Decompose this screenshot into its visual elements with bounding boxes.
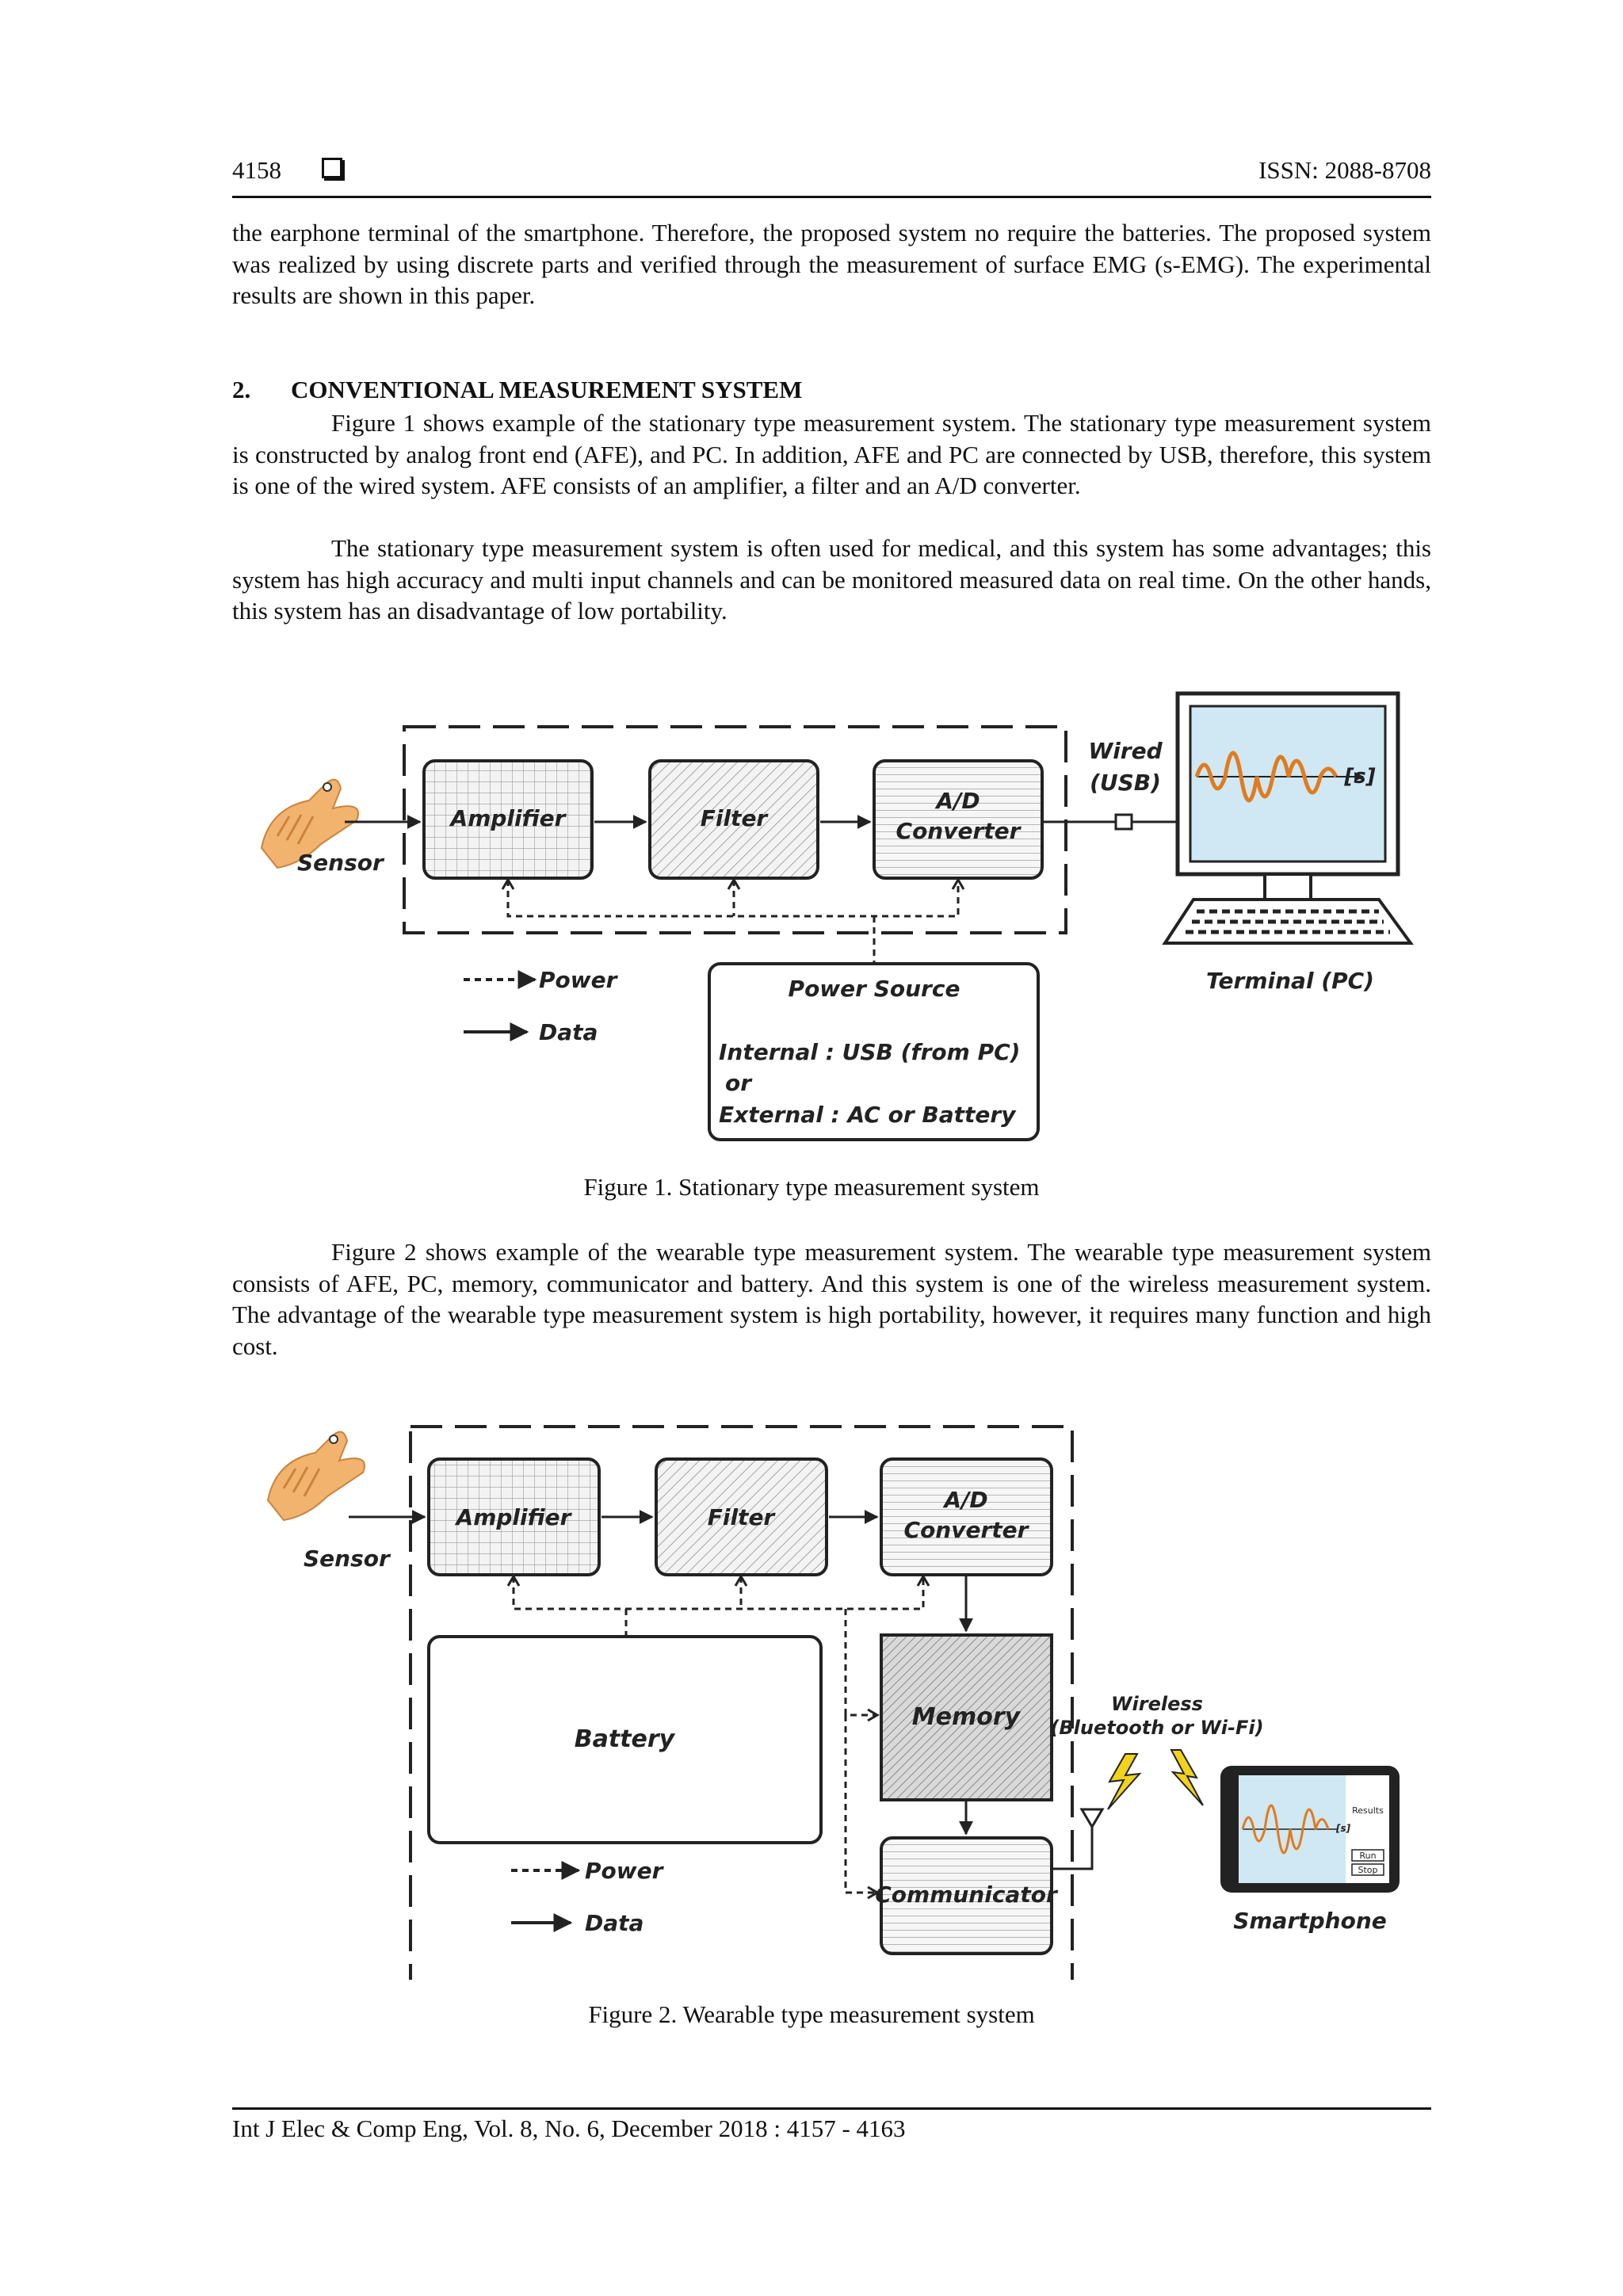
phone-stop-button: Stop xyxy=(1358,1865,1377,1875)
smartphone-label: Smartphone xyxy=(1233,1908,1387,1934)
phone-run-button: Run xyxy=(1359,1851,1376,1861)
legend-data-label: Data xyxy=(585,1910,643,1936)
figure-2: Sensor Amplifier Filter A/D Converter Ba… xyxy=(246,1409,1419,1980)
afe-boundary xyxy=(403,725,1067,934)
wired-label-line1: Wired xyxy=(1088,738,1163,764)
section-paragraph-1: Figure 1 shows example of the stationary… xyxy=(232,409,1431,499)
legend-power-label: Power xyxy=(585,1858,665,1884)
memory-block xyxy=(880,1633,1053,1801)
ad-converter-block xyxy=(880,1457,1053,1576)
phone-signal-label: [s] xyxy=(1335,1823,1351,1834)
wearable-boundary xyxy=(409,1425,1074,1980)
filter-label: Filter xyxy=(701,805,769,831)
legend-data-label: Data xyxy=(539,1019,598,1045)
amplifier-label: Amplifier xyxy=(455,1504,573,1530)
figure-2-caption: Figure 2. Wearable type measurement syst… xyxy=(588,2000,1035,2028)
ad-label-line1: A/D xyxy=(942,1487,987,1513)
legend-power-label: Power xyxy=(539,967,619,993)
pc-terminal-icon xyxy=(1162,691,1414,945)
power-source-line2: or xyxy=(725,1070,753,1096)
power-source-line1: Internal : USB (from PC) xyxy=(719,1039,1020,1065)
page-footer: Int J Elec & Comp Eng, Vol. 8, No. 6, De… xyxy=(232,2107,1431,2142)
ad-label-line2: Converter xyxy=(896,818,1022,844)
figure-2-diagram: Sensor Amplifier Filter A/D Converter Ba… xyxy=(266,1425,1400,1980)
memory-label: Memory xyxy=(912,1703,1022,1731)
page-header: 4158 ISSN: 2088-8708 xyxy=(232,151,1431,198)
filter-label: Filter xyxy=(708,1504,777,1530)
wireless-bolt-icon-left xyxy=(1107,1753,1142,1810)
intro-paragraph: the earphone terminal of the smartphone.… xyxy=(232,219,1431,309)
figure-1-diagram: Sensor Amplifier Filter A/D Converter Wi… xyxy=(260,691,1414,1141)
power-source-line3: External : AC or Battery xyxy=(719,1102,1017,1128)
antenna-icon xyxy=(1053,1808,1105,1870)
section-number: 2. xyxy=(232,376,251,403)
figure-1: Sensor Amplifier Filter A/D Converter Wi… xyxy=(246,682,1419,1149)
section-paragraph-2: The stationary type measurement system i… xyxy=(232,534,1431,625)
issn: ISSN: 2088-8708 xyxy=(1258,156,1431,184)
terminal-label: Terminal (PC) xyxy=(1206,968,1374,994)
figure-2-paragraph: Figure 2 shows example of the wearable t… xyxy=(232,1238,1431,1360)
footer-citation: Int J Elec & Comp Eng, Vol. 8, No. 6, De… xyxy=(232,2115,906,2142)
ad-label-line2: Converter xyxy=(904,1517,1030,1543)
hand-sensor-icon xyxy=(266,1431,365,1522)
box-bullet-icon xyxy=(322,158,342,178)
amplifier-label: Amplifier xyxy=(449,805,567,831)
sensor-label: Sensor xyxy=(304,1545,391,1572)
section-title: CONVENTIONAL MEASUREMENT SYSTEM xyxy=(291,376,803,403)
communicator-block xyxy=(880,1836,1053,1955)
wireless-bolt-icon-right xyxy=(1170,1749,1204,1806)
communicator-label: Communicator xyxy=(875,1881,1059,1908)
wireless-label-line1: Wireless xyxy=(1111,1693,1203,1715)
ad-label-line1: A/D xyxy=(934,788,980,814)
page-number: 4158 xyxy=(232,156,281,184)
hand-sensor-icon xyxy=(260,778,359,869)
battery-label: Battery xyxy=(575,1725,676,1753)
battery-block xyxy=(427,1635,823,1844)
wired-label-line2: (USB) xyxy=(1090,770,1161,796)
smartphone-icon xyxy=(1220,1766,1400,1893)
figure-1-caption: Figure 1. Stationary type measurement sy… xyxy=(583,1173,1040,1201)
phone-results-label: Results xyxy=(1352,1805,1384,1816)
screen-signal-label: [s] xyxy=(1343,765,1375,789)
power-source-box xyxy=(708,962,1040,1141)
usb-connector-icon xyxy=(1114,813,1133,831)
section-heading: 2. CONVENTIONAL MEASUREMENT SYSTEM xyxy=(232,376,802,404)
power-source-title: Power Source xyxy=(789,976,960,1002)
wireless-label-line2: (Bluetooth or Wi-Fi) xyxy=(1050,1717,1263,1739)
sensor-label: Sensor xyxy=(297,850,385,876)
